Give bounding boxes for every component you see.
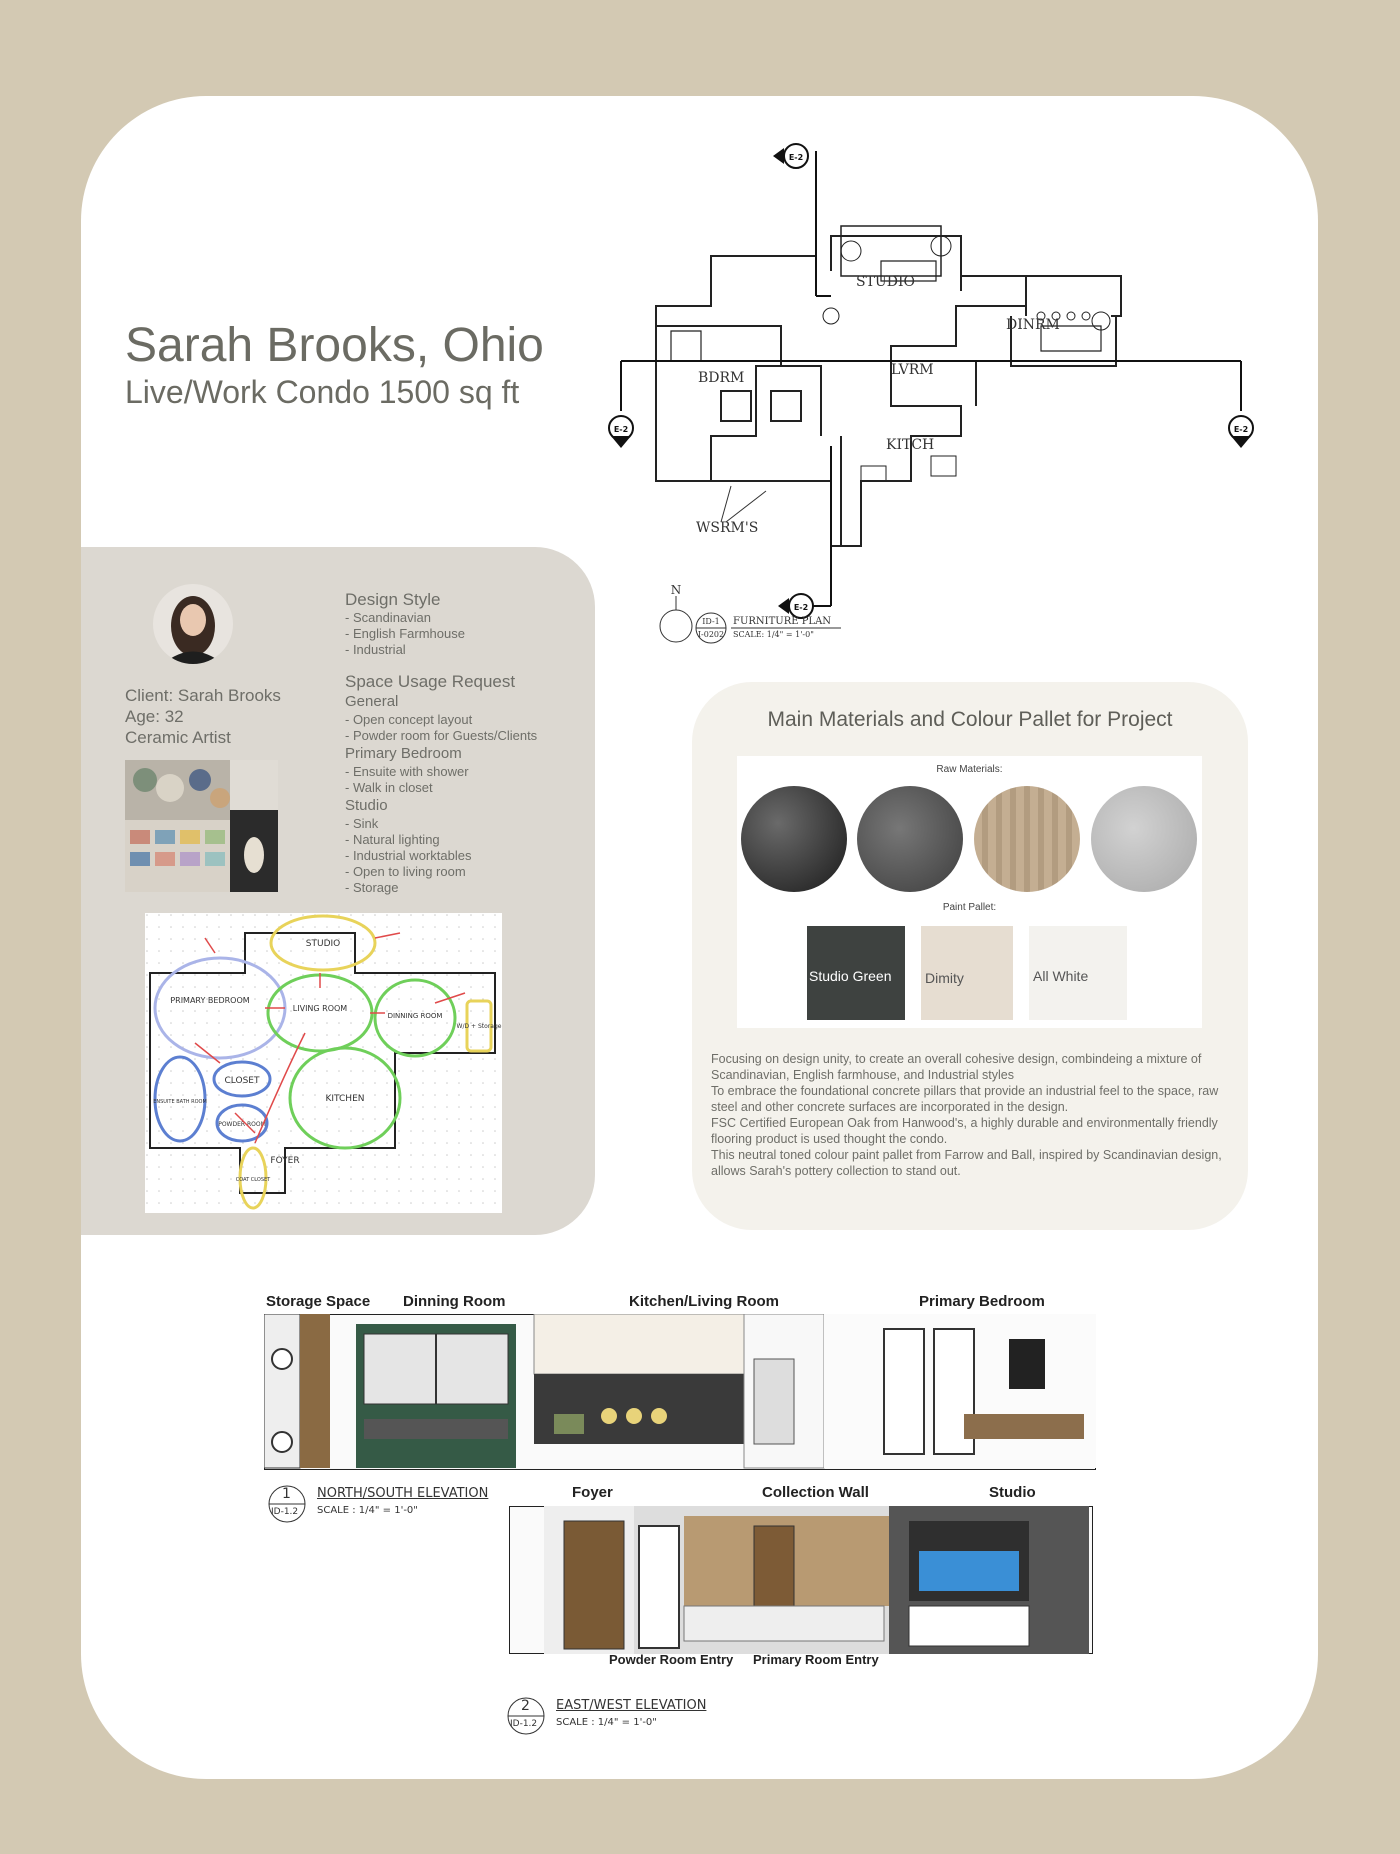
- bubble-label-powder-room: POWDER ROOM: [218, 1121, 266, 1128]
- usage-item: - Powder room for Guests/Clients: [345, 728, 538, 743]
- design-style-heading: Design Style: [345, 590, 441, 609]
- design-style-item: - English Farmhouse: [345, 626, 465, 641]
- ns-label-dinning: Dinning Room: [403, 1293, 506, 1310]
- ew-label-studio: Studio: [989, 1484, 1036, 1501]
- paint-swatch-all-white: All White: [1029, 926, 1127, 1020]
- usage-item: - Ensuite with shower: [345, 764, 469, 779]
- space-usage-heading: Space Usage Request: [345, 672, 516, 691]
- paint-swatch-dimity: Dimity: [921, 926, 1013, 1020]
- plan-sheet-id: ID-1: [702, 617, 720, 626]
- raw-material-oak: [974, 786, 1080, 892]
- section-marker-right: E-2: [1228, 415, 1254, 448]
- section-marker-left: E-2: [608, 415, 634, 448]
- raw-material-steel: [741, 786, 847, 892]
- client-info: Client: Sarah Brooks Age: 32 Ceramic Art…: [125, 685, 281, 748]
- raw-material-concrete: [1091, 786, 1197, 892]
- ns-elevation-sheet: ID-1.2: [271, 1507, 299, 1517]
- paint-swatch-studio-green: Studio Green: [807, 926, 905, 1020]
- bubble-label-coat-closet: COAT CLOSET: [236, 1177, 271, 1183]
- ns-label-storage: Storage Space: [266, 1293, 371, 1310]
- usage-item: - Walk in closet: [345, 780, 433, 795]
- north-arrow-label: N: [671, 583, 682, 597]
- bubble-label-primary-bedroom: PRIMARY BEDROOM: [170, 996, 249, 1005]
- ew-label-primary-room-entry: Primary Room Entry: [753, 1652, 879, 1667]
- bubble-label-closet: CLOSET: [225, 1076, 260, 1086]
- ew-elevation-number: 2: [521, 1698, 530, 1714]
- ew-elevation-sheet: ID-1.2: [510, 1719, 538, 1729]
- usage-item: - Sink: [345, 816, 379, 831]
- description-line: FSC Certified European Oak from Hanwood'…: [711, 1116, 1218, 1146]
- design-requests: Design Style - Scandinavian - English Fa…: [345, 590, 585, 896]
- raw-material-marble: [857, 786, 963, 892]
- description-line: To embrace the foundational concrete pil…: [711, 1084, 1219, 1114]
- furniture-floor-plan: E-2 E-2 E-2 E-2 STUDIO DINRM BDRM LVRM K…: [608, 143, 1254, 644]
- ns-label-primary-bedroom: Primary Bedroom: [919, 1293, 1045, 1310]
- section-tag-bottom: E-2: [794, 603, 808, 612]
- description-line: Focusing on design unity, to create an o…: [711, 1052, 1202, 1082]
- usage-item: - Open to living room: [345, 864, 466, 879]
- raw-materials-label: Raw Materials:: [936, 764, 1003, 775]
- group-primary-bedroom: Primary Bedroom: [345, 745, 462, 762]
- project-title: Sarah Brooks, Ohio: [125, 319, 544, 372]
- section-marker-top: E-2: [773, 143, 809, 169]
- east-west-elevation: [509, 1506, 1093, 1654]
- client-avatar: [153, 584, 233, 664]
- materials-description: Focusing on design unity, to create an o…: [711, 1051, 1231, 1179]
- plan-title: FURNITURE PLAN: [733, 616, 831, 627]
- materials-board: Raw Materials: Paint Pallet: Studio Gree…: [737, 756, 1202, 1028]
- plan-room-studio: STUDIO: [856, 274, 915, 290]
- client-age: Age: 32: [125, 707, 184, 726]
- ns-elevation-title: NORTH/SOUTH ELEVATION: [317, 1486, 489, 1501]
- design-style-item: - Industrial: [345, 642, 406, 657]
- client-name: Client: Sarah Brooks: [125, 686, 281, 705]
- ew-elevation-scale: SCALE : 1/4" = 1'-0": [556, 1717, 657, 1728]
- ew-label-collection-wall: Collection Wall: [762, 1484, 869, 1501]
- bubble-label-foyer: FOYER: [270, 1156, 299, 1166]
- bubble-label-kitchen: KITCHEN: [326, 1094, 365, 1104]
- bubble-label-dinning-room: DINNING ROOM: [388, 1012, 443, 1020]
- board-card: Sarah Brooks, Ohio Live/Work Condo 1500 …: [81, 96, 1318, 1779]
- plan-room-wsrms: WSRM'S: [696, 520, 758, 536]
- bubble-label-ensuite: ENSUITE BATH ROOM: [153, 1099, 207, 1105]
- north-south-elevation: [264, 1314, 1096, 1470]
- section-marker-bottom: E-2: [778, 556, 832, 619]
- bubble-label-wd-storage: W/D + Storage: [457, 1023, 502, 1030]
- plan-room-kitch: KITCH: [886, 437, 934, 453]
- section-tag-top: E-2: [789, 153, 803, 162]
- ew-label-foyer: Foyer: [572, 1484, 613, 1501]
- pottery-photo-collage: [125, 760, 278, 892]
- ns-label-kitchen-living: Kitchen/Living Room: [629, 1293, 779, 1310]
- plan-room-lvrm: LVRM: [891, 362, 934, 378]
- materials-title: Main Materials and Colour Pallet for Pro…: [767, 708, 1173, 731]
- bubble-label-living-room: LIVING ROOM: [293, 1004, 348, 1013]
- client-occupation: Ceramic Artist: [125, 728, 231, 747]
- section-tag-right: E-2: [1234, 425, 1248, 434]
- paint-pallet-label: Paint Pallet:: [942, 902, 997, 913]
- plan-room-dinrm: DINRM: [1006, 317, 1060, 333]
- ew-label-powder-room-entry: Powder Room Entry: [609, 1652, 734, 1667]
- plan-scale: SCALE: 1/4" = 1'-0": [733, 630, 814, 639]
- section-tag-left: E-2: [614, 425, 628, 434]
- usage-item: - Storage: [345, 880, 399, 895]
- usage-item: - Natural lighting: [345, 832, 440, 847]
- bubble-diagram: STUDIO PRIMARY BEDROOM LIVING ROOM DINNI…: [145, 913, 502, 1213]
- ew-elevation-title: EAST/WEST ELEVATION: [556, 1698, 707, 1713]
- project-subtitle: Live/Work Condo 1500 sq ft: [125, 374, 520, 410]
- group-general: General: [345, 693, 399, 710]
- plan-sheet-ref: I-0202: [698, 630, 724, 639]
- ns-elevation-scale: SCALE : 1/4" = 1'-0": [317, 1505, 418, 1516]
- group-studio: Studio: [345, 797, 388, 814]
- usage-item: - Industrial worktables: [345, 848, 472, 863]
- usage-item: - Open concept layout: [345, 712, 473, 727]
- design-style-item: - Scandinavian: [345, 610, 431, 625]
- plan-room-bdrm: BDRM: [698, 370, 744, 386]
- ns-elevation-number: 1: [282, 1486, 291, 1502]
- bubble-label-studio: STUDIO: [306, 939, 340, 949]
- plan-title-block: N ID-1 I-0202 FURNITURE PLAN SCALE: 1/4"…: [659, 583, 841, 644]
- description-line: This neutral toned colour paint pallet f…: [711, 1148, 1222, 1178]
